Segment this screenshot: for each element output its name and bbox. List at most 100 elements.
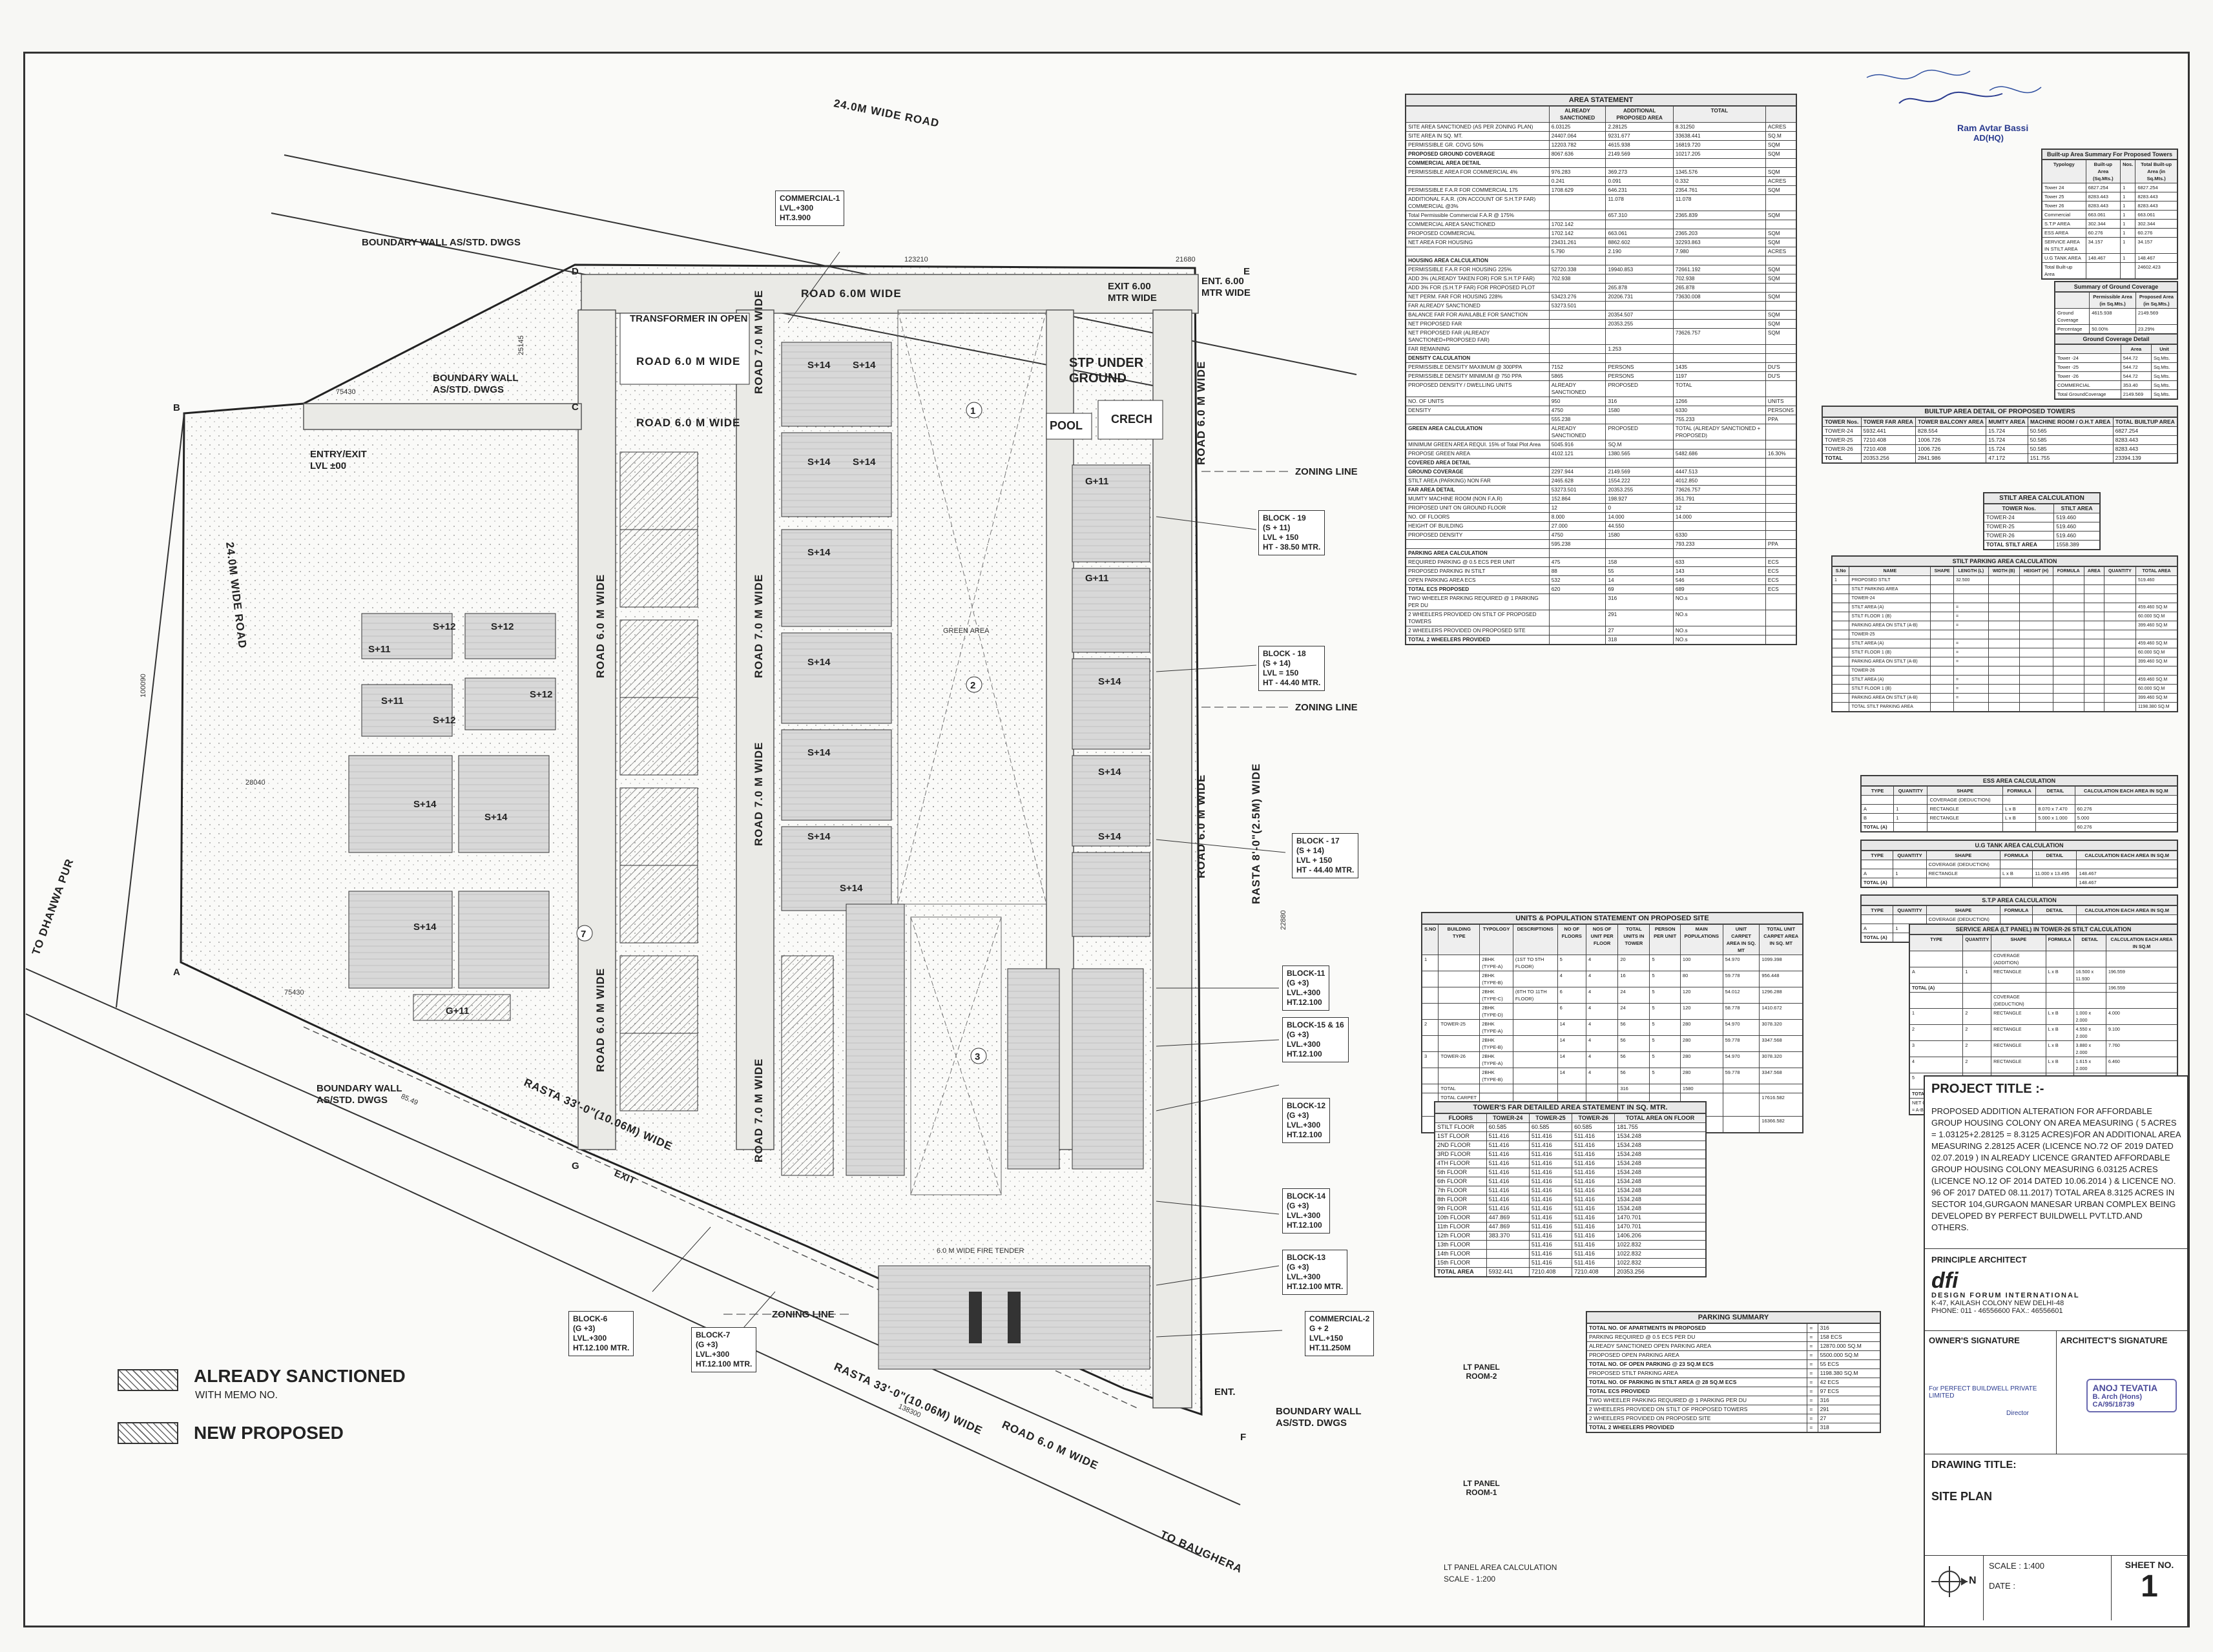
table-cell xyxy=(1930,666,1955,676)
table-cell: Commercial xyxy=(2042,210,2086,220)
table-cell: 55 xyxy=(1605,566,1674,576)
table-cell: 3078.320 xyxy=(1759,1051,1803,1068)
table-cell: 4 xyxy=(1585,1035,1619,1052)
table-cell xyxy=(1930,648,1955,657)
principle-architect-label: PRINCIPLE ARCHITECT xyxy=(1931,1255,2027,1265)
table-cell xyxy=(1486,1249,1530,1259)
table-row: STILT AREA (A)=459.460 SQ.M xyxy=(1831,639,2177,648)
table-cell: = xyxy=(1953,648,1989,657)
table-cell xyxy=(1548,548,1606,558)
table-cell: 3 xyxy=(1909,1040,1964,1057)
table-cell: 55 ECS xyxy=(1817,1359,1881,1369)
table-row: PROPOSED OPEN PARKING AREA=5500.000 SQ.M xyxy=(1586,1350,1881,1360)
owner-director: Director xyxy=(2006,1410,2030,1417)
table-cell: 13th FLOOR xyxy=(1435,1240,1487,1250)
table-cell: 2 xyxy=(1421,1019,1439,1036)
stilt-area-table: STILT AREA CALCULATION TOWER Nos.STILT A… xyxy=(1983,492,2101,550)
table-cell: 5th FLOOR xyxy=(1435,1168,1487,1177)
table-cell xyxy=(2083,675,2104,685)
callout-block7: BLOCK-7 (G +3) LVL.+300 HT.12.100 MTR. xyxy=(691,1327,757,1372)
table-header-cell: CALCULATION EACH AREA IN SQ.M xyxy=(2076,851,2177,860)
drawing-title: SITE PLAN xyxy=(1931,1490,1993,1503)
table-row: TOTAL NO. OF APARTMENTS IN PROPOSED=316 xyxy=(1586,1323,1881,1333)
table-header-cell: TYPOLOGY xyxy=(1479,924,1513,955)
table-cell xyxy=(1765,301,1797,311)
table-cell xyxy=(2019,639,2053,648)
table-cell: 3 xyxy=(1421,1051,1439,1068)
table-cell: 59.778 xyxy=(1722,1068,1760,1084)
table-cell: 302.344 xyxy=(2085,219,2121,229)
table-cell: 2 xyxy=(1962,1040,1992,1057)
north-label: N xyxy=(1969,1575,1977,1586)
callout-commercial2: COMMERCIAL-2 G + 2 LVL.+150 HT.11.250M xyxy=(1305,1311,1375,1356)
svg-text:S+12: S+12 xyxy=(530,689,552,700)
table-cell: 1022.832 xyxy=(1614,1249,1706,1259)
table-cell: 633 xyxy=(1672,557,1766,567)
table-cell: 1534.248 xyxy=(1614,1177,1706,1186)
table-row: ADD 3% FOR (S.H.T.P FAR) FOR PROPOSED PL… xyxy=(1406,283,1797,293)
table-cell: STILT FLOOR 1 (B) xyxy=(1849,684,1931,694)
road-label-6b: ROAD 6.0 M WIDE xyxy=(636,417,740,429)
scale-label: SCALE : xyxy=(1989,1561,2021,1571)
table-cell: 5 xyxy=(1649,987,1681,1004)
table-cell xyxy=(1672,521,1766,531)
table-cell: 1580 xyxy=(1679,1084,1723,1093)
table-header-cell: Total Built-up Area (in Sq.Mts.) xyxy=(2135,160,2177,183)
table-cell xyxy=(2073,983,2106,993)
table-cell: 280 xyxy=(1679,1019,1723,1036)
table-cell: SQM xyxy=(1765,310,1797,320)
green-area-label: GREEN AREA xyxy=(943,627,990,635)
table-cell: 20206.731 xyxy=(1605,292,1674,302)
road-label-7d: ROAD 7.0 M WIDE xyxy=(753,1058,765,1162)
table-cell: 56 xyxy=(1617,1068,1650,1084)
table-cell: = xyxy=(1807,1368,1818,1378)
table-header-cell: Area xyxy=(2120,344,2152,354)
table-row: TOTAL NO. OF OPEN PARKING @ 23 SQ.M ECS=… xyxy=(1586,1359,1881,1369)
table-cell: PARKING AREA ON STILT (A-B) xyxy=(1849,693,1931,703)
table-cell: 1 xyxy=(1831,575,1850,585)
table-cell xyxy=(2103,675,2137,685)
table-cell xyxy=(1605,220,1674,229)
table-cell xyxy=(2103,648,2137,657)
table-cell xyxy=(1831,621,1850,630)
table-cell xyxy=(1831,612,1850,621)
table-cell: 511.416 xyxy=(1528,1131,1573,1141)
table-cell: 7th FLOOR xyxy=(1435,1186,1487,1195)
architect-degree: B. Arch (Hons) xyxy=(2092,1393,2143,1401)
table-cell xyxy=(2103,630,2137,639)
table-cell xyxy=(1927,822,2003,832)
builtup-detail-title: BUILTUP AREA DETAIL OF PROPOSED TOWERS xyxy=(1822,406,2177,417)
table-cell: 447.869 xyxy=(1486,1213,1530,1223)
table-cell xyxy=(1438,987,1481,1004)
table-cell: 50.00% xyxy=(2089,324,2136,334)
table-cell: Tower 26 xyxy=(2042,201,2086,211)
table-cell xyxy=(1605,256,1674,265)
table-cell: 1 xyxy=(2120,237,2136,254)
table-cell: 20354.507 xyxy=(1605,310,1674,320)
table-header-cell: TOWER-26 xyxy=(1572,1113,1616,1123)
table-cell xyxy=(1512,1051,1558,1068)
dim-100090: 100090 xyxy=(140,674,147,697)
table-cell xyxy=(1605,539,1674,549)
table-cell: 663.061 xyxy=(2085,210,2121,220)
table-header-cell: MACHINE ROOM / O.H.T AREA xyxy=(2027,417,2114,427)
table-cell xyxy=(1765,458,1797,468)
table-header-cell: CALCULATION EACH AREA IN SQ.M xyxy=(2076,905,2177,915)
table-cell: = xyxy=(1953,675,1989,685)
table-cell: ECS xyxy=(1765,557,1797,567)
table-cell: TWO WHEELER PARKING REQUIRED @ 1 PARKING… xyxy=(1586,1396,1808,1405)
table-cell: 3RD FLOOR xyxy=(1435,1150,1487,1159)
table-header-cell: CALCULATION EACH AREA IN SQ.M xyxy=(2105,934,2178,951)
